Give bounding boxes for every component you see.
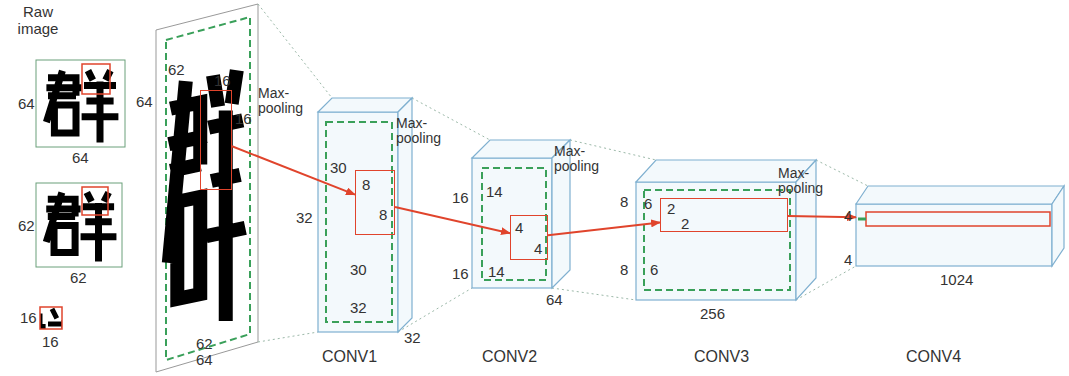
dimension-label: 16 bbox=[214, 73, 231, 90]
mapping-arrow bbox=[548, 222, 660, 235]
heading-label: Raw image bbox=[16, 4, 60, 37]
receptive-field-box: 22 bbox=[660, 198, 788, 232]
dimension-label: 16 bbox=[452, 190, 469, 207]
dimension-label: 64 bbox=[196, 352, 213, 369]
layer-name: CONV3 bbox=[694, 348, 749, 366]
dimension-label: 6 bbox=[650, 262, 658, 279]
operation-label: Max-pooling bbox=[396, 116, 454, 147]
receptive-field-box: 88 bbox=[355, 170, 395, 235]
layer-name: CONV2 bbox=[482, 348, 537, 366]
dimension-label: 62 bbox=[70, 270, 87, 287]
raw-frame bbox=[36, 183, 122, 267]
layer-name: CONV4 bbox=[906, 348, 961, 366]
mapping-arrow bbox=[395, 207, 510, 233]
dimension-label: 64 bbox=[546, 292, 563, 309]
dimension-label: 16 bbox=[42, 334, 59, 351]
dimension-label: 4 bbox=[844, 208, 852, 225]
dimension-label: 16 bbox=[235, 111, 252, 128]
operation-label: Max-pooling bbox=[258, 86, 316, 117]
dimension-label: 4 bbox=[515, 220, 523, 237]
dimension-label: 62 bbox=[18, 218, 35, 235]
dimension-label: 2 bbox=[667, 201, 675, 218]
dimension-label: 4 bbox=[534, 241, 542, 258]
layer-name: CONV1 bbox=[322, 348, 377, 366]
dimension-label: 8 bbox=[620, 262, 628, 279]
feature-map: 646462621616 bbox=[155, 0, 260, 374]
dimension-label: 30 bbox=[330, 160, 347, 177]
dimension-label: 6 bbox=[644, 196, 652, 213]
dimension-label: 64 bbox=[136, 94, 153, 111]
dimension-label: 14 bbox=[488, 264, 505, 281]
dimension-label: 256 bbox=[700, 306, 725, 323]
dimension-label: 4 bbox=[844, 252, 852, 269]
dimension-label: 32 bbox=[296, 210, 313, 227]
raw-frame bbox=[36, 60, 125, 147]
dimension-label: 14 bbox=[486, 184, 503, 201]
dimension-label: 62 bbox=[196, 336, 213, 353]
dimension-label: 64 bbox=[72, 150, 89, 167]
dimension-label: 16 bbox=[20, 310, 37, 327]
dimension-label: 8 bbox=[362, 177, 370, 194]
dimension-label: 1024 bbox=[940, 272, 973, 289]
input-plane bbox=[156, 4, 258, 372]
operation-label: Max-pooling bbox=[778, 166, 836, 197]
dimension-label: 8 bbox=[379, 207, 387, 224]
dimension-label: 32 bbox=[404, 330, 421, 347]
dimension-label: 2 bbox=[681, 216, 689, 233]
conv-cuboid bbox=[318, 98, 1064, 332]
receptive-field-box: 44 bbox=[510, 215, 548, 260]
receptive-field-box: 1616 bbox=[200, 90, 232, 190]
dimension-label: 62 bbox=[168, 62, 185, 79]
dimension-label: 30 bbox=[350, 262, 367, 279]
feature-map: CONV4441024 bbox=[856, 186, 1064, 266]
operation-label: Max-pooling bbox=[554, 144, 612, 175]
dimension-label: 16 bbox=[452, 266, 469, 283]
mapping-arrow bbox=[232, 146, 355, 194]
dimension-label: 8 bbox=[620, 194, 628, 211]
dimension-label: 64 bbox=[18, 96, 35, 113]
dimension-label: 32 bbox=[350, 300, 367, 317]
